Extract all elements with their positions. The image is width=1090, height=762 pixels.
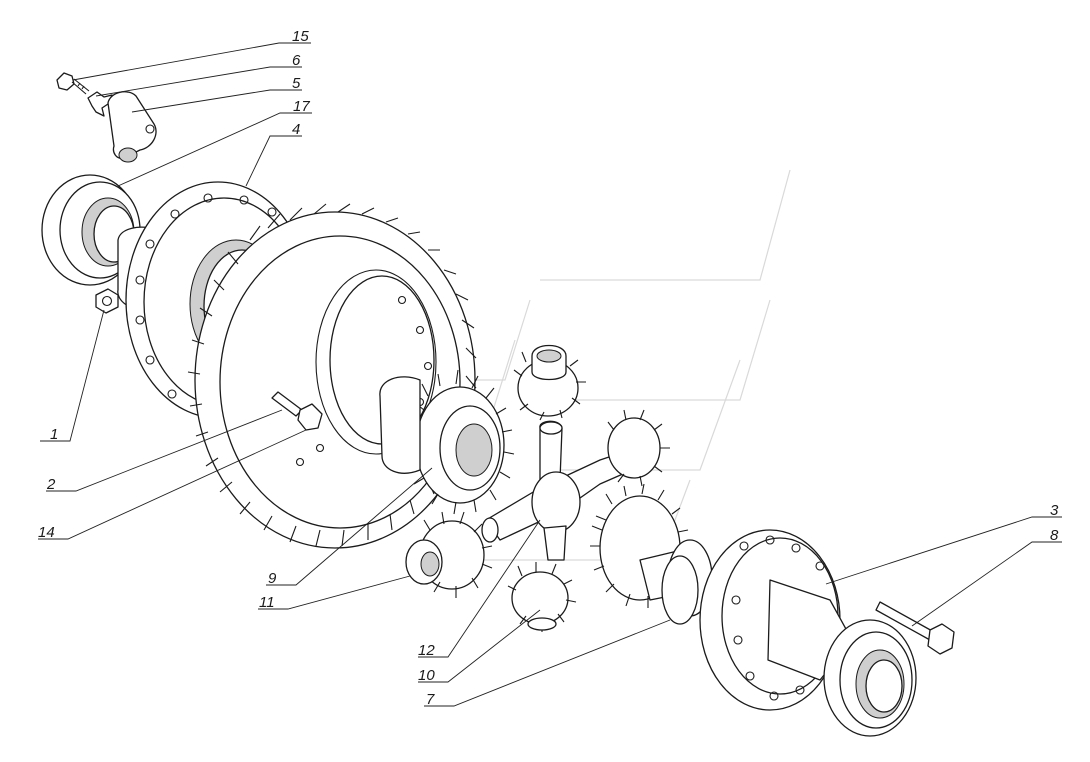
part-10-pinion-gear: [507, 562, 577, 632]
part-6-lock-plate: [87, 91, 113, 117]
callout-4: 4: [292, 121, 300, 138]
callout-7: 7: [426, 691, 435, 708]
part-2-ring-gear: [187, 203, 477, 549]
part-7-side-gear: [590, 483, 713, 625]
case-right-holes: [731, 535, 825, 701]
part-11-pinion-gear: [405, 511, 493, 598]
callout-11: 11: [259, 594, 275, 611]
callout-5: 5: [292, 75, 301, 92]
callout-17: 17: [293, 98, 310, 115]
callout-8: 8: [1050, 527, 1059, 544]
callout-2: 2: [46, 476, 56, 493]
callout-14: 14: [38, 524, 55, 541]
part-9-side-gear: [379, 369, 515, 515]
callout-labels: 15 6 5 17 4 1 2 14 9 11 12 10 7 3 8: [38, 28, 1059, 708]
callout-15: 15: [292, 28, 309, 45]
part-14-bolt: [271, 391, 323, 431]
pinion-gear-upper: [513, 344, 586, 421]
callout-9: 9: [268, 570, 277, 587]
pinion-gear-right: [607, 409, 670, 487]
callout-3: 3: [1050, 502, 1059, 519]
part-12-spider-cross: [481, 420, 633, 561]
callout-1: 1: [50, 426, 58, 443]
part-5-bracket: [107, 91, 157, 163]
part-1-nut: [95, 288, 119, 314]
callout-12: 12: [418, 642, 435, 659]
bearing-right: [823, 619, 917, 737]
part-8-bolt: [875, 601, 955, 655]
part-3-differential-case-right: [699, 529, 853, 711]
leader-lines: [38, 42, 1062, 707]
case-bolt-holes: [135, 193, 277, 399]
callout-6: 6: [292, 52, 301, 69]
part-15-bolt: [56, 72, 90, 95]
callout-10: 10: [418, 667, 435, 684]
